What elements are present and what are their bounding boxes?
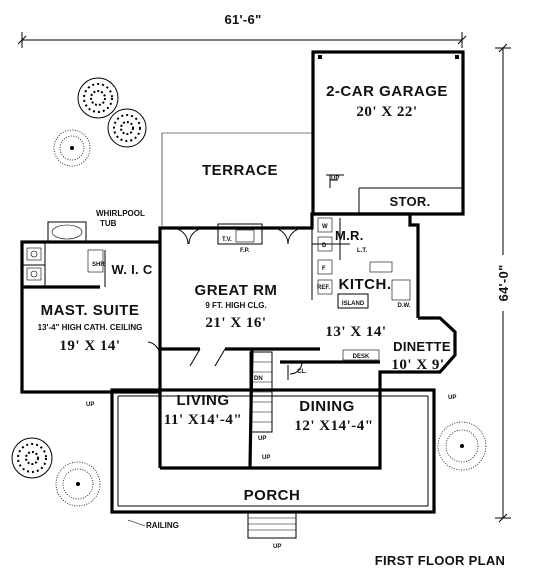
master-suite-size: 19' X 14' (59, 338, 120, 354)
wic-label: W. I. C (111, 262, 152, 277)
garage-size: 20' X 22' (356, 104, 417, 120)
railing-label: RAILING (146, 521, 179, 530)
dining-size: 12' X14'-4" (294, 418, 373, 434)
desk-label: DESK (353, 354, 370, 360)
closet-label: CL. (297, 369, 307, 375)
freezer-label: F (322, 266, 326, 272)
garage-label: 2-CAR GARAGE (326, 83, 448, 100)
porch (110, 388, 436, 539)
dinette-size: 10' X 9' (391, 357, 444, 373)
plan-title: FIRST FLOOR PLAN (375, 553, 505, 568)
garage (311, 50, 465, 216)
master-wing (20, 221, 162, 394)
fireplace-label: F.P. (240, 248, 250, 254)
up-label-foyer: UP (262, 455, 270, 461)
living-label: LIVING (176, 392, 229, 409)
width-dimension-label: 61'-6" (224, 12, 261, 27)
great-room-note: 9 FT. HIGH CLG. (205, 301, 266, 310)
dinette-label: DINETTE (393, 339, 451, 354)
dining-label: DINING (299, 398, 355, 415)
washer-label: W (322, 224, 328, 230)
master-suite-label: MAST. SUITE (41, 302, 140, 319)
living-size: 11' X14'-4" (164, 412, 242, 428)
storage-label: STOR. (390, 194, 431, 209)
dryer-label: D (322, 243, 327, 249)
refrigerator-label: REF. (317, 285, 330, 291)
up-label-porch: UP (273, 544, 281, 550)
up-label-garage: UP (331, 176, 339, 182)
whirlpool-label-2: TUB (100, 219, 117, 228)
up-label-master: UP (86, 402, 94, 408)
terrace-label: TERRACE (202, 162, 278, 179)
kitchen-label: KITCH. (339, 276, 392, 293)
great-room-label: GREAT RM (195, 282, 278, 299)
tree-icons (11, 77, 487, 507)
porch-label: PORCH (244, 487, 301, 504)
dishwasher-label: D.W. (398, 303, 411, 309)
tree-icon (107, 108, 147, 148)
mudroom-label: M.R. (335, 228, 364, 243)
stair-down-label: DN (254, 376, 263, 382)
master-suite-note: 13'-4" HIGH CATH. CEILING (38, 323, 143, 332)
tv-label: T.V. (222, 237, 232, 243)
shrub-icon (55, 461, 101, 507)
shrub-icon (437, 421, 487, 471)
depth-dimension: 64'-0" (494, 43, 512, 523)
tree-icon (77, 77, 119, 119)
island-label: ISLAND (342, 301, 365, 307)
stair-up-label: UP (258, 436, 266, 442)
shower-label: SHR (92, 262, 105, 268)
depth-dimension-label: 64'-0" (496, 264, 511, 301)
great-room-size: 21' X 16' (205, 315, 266, 331)
width-dimension: 61'-6" (17, 12, 467, 48)
whirlpool-label: WHIRLPOOL (96, 209, 145, 218)
terrace-outline (161, 132, 313, 226)
tree-icon (11, 437, 53, 479)
laundry-tub-label: L.T. (357, 248, 367, 254)
kitchen-size: 13' X 14' (325, 324, 386, 340)
shrub-icon (53, 129, 91, 167)
up-label-dinette: UP (448, 395, 456, 401)
